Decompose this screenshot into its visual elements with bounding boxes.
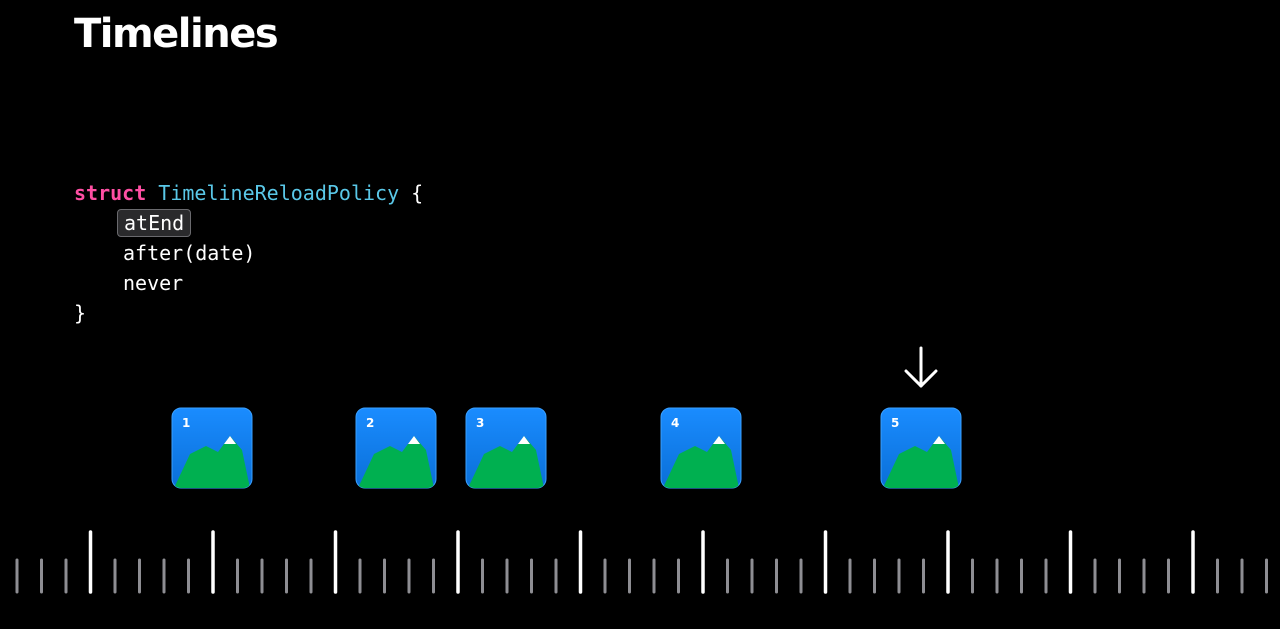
snow-cap-shape <box>224 436 236 444</box>
code-open-brace: { <box>411 181 424 205</box>
mountain-photo-icon <box>468 436 544 488</box>
timeline-entry-number: 3 <box>476 416 484 430</box>
snow-cap-shape <box>713 436 725 444</box>
mountain-shape <box>468 436 544 488</box>
timeline-entry-number: 2 <box>366 416 374 430</box>
timeline-diagram: 1 2 3 4 5 <box>15 346 1268 594</box>
code-line-case-3: never <box>74 268 423 298</box>
timeline-entry-tile: 3 <box>465 407 547 489</box>
code-case: never <box>123 271 184 295</box>
code-block: struct TimelineReloadPolicy { atEnd afte… <box>74 178 423 328</box>
timeline-entry-number: 4 <box>671 416 679 430</box>
timeline-entry-number: 5 <box>891 416 899 430</box>
code-line-struct-declaration: struct TimelineReloadPolicy { <box>74 178 423 208</box>
mountain-photo-icon <box>358 436 434 488</box>
timeline-entry-tile: 4 <box>660 407 742 489</box>
timeline-entry-tile: 2 <box>355 407 437 489</box>
slide-title: Timelines <box>74 11 279 57</box>
snow-cap-shape <box>518 436 530 444</box>
mountain-shape <box>663 436 739 488</box>
timeline-entry-number: 1 <box>182 416 190 430</box>
code-line-close: } <box>74 298 423 328</box>
mountain-photo-icon <box>174 436 250 488</box>
mountain-shape <box>358 436 434 488</box>
code-line-case-2: after(date) <box>74 238 423 268</box>
timeline-entry-tile: 1 <box>171 407 253 489</box>
snow-cap-shape <box>933 436 945 444</box>
mountain-photo-icon <box>883 436 959 488</box>
mountain-shape <box>883 436 959 488</box>
timeline-ruler <box>15 530 1268 594</box>
code-case: after(date) <box>123 241 256 265</box>
code-type-name: TimelineReloadPolicy <box>158 181 400 205</box>
arrow-down-icon <box>904 346 938 388</box>
mountain-photo-icon <box>663 436 739 488</box>
code-line-case-1: atEnd <box>74 208 423 238</box>
mountain-shape <box>174 436 250 488</box>
code-close-brace: } <box>74 301 87 325</box>
code-keyword: struct <box>74 181 147 205</box>
snow-cap-shape <box>408 436 420 444</box>
code-case-highlighted: atEnd <box>117 209 192 237</box>
timeline-entry-tile: 5 <box>880 407 962 489</box>
